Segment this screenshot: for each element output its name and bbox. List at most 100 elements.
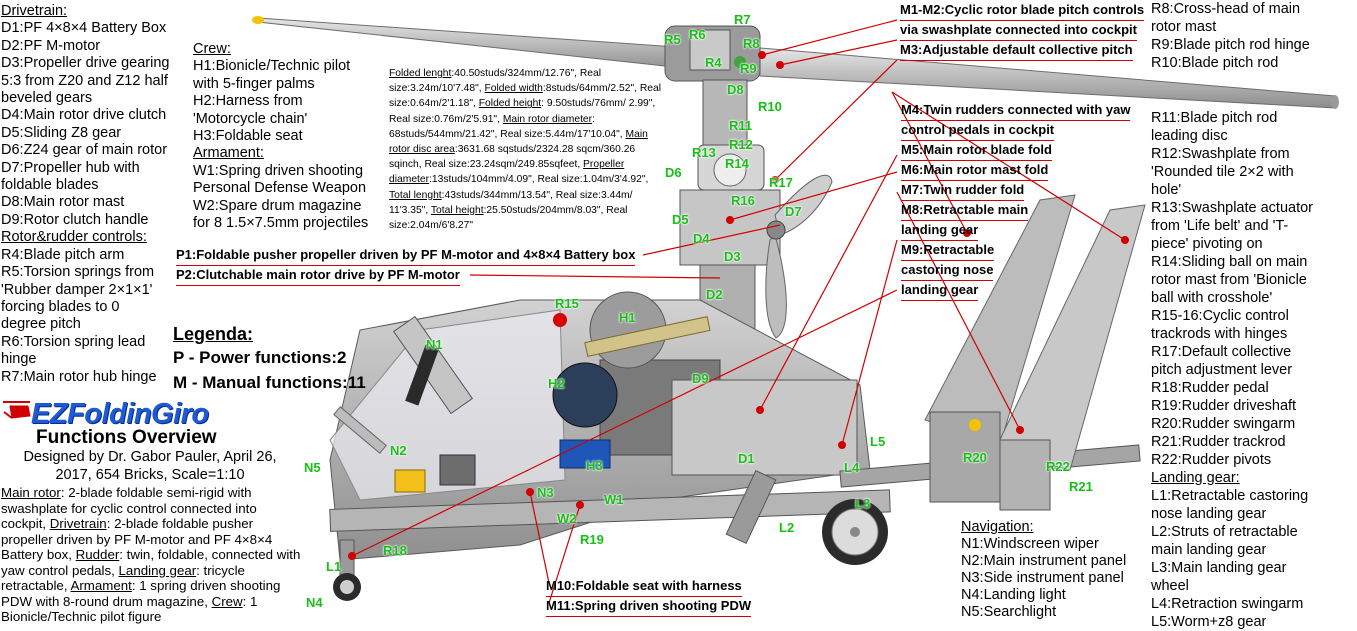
legend-power-count: P - Power functions:2 [173, 348, 347, 367]
list-item: hole' [1151, 182, 1182, 198]
list-item: R13:Swashplate actuator [1151, 200, 1314, 216]
summary-body: : 2-blade foldable semi-rigid with swash… [1, 485, 257, 531]
part-label: R21 [1069, 479, 1093, 494]
designer-line: 2017, 654 Bricks, Scale=1:10 [55, 466, 245, 483]
list-item: for 8 1.5×7.5mm projectiles [193, 215, 369, 232]
list-item: D7:Propeller hub with [1, 159, 140, 176]
summary-head: Armament [70, 578, 132, 593]
annotation-m8: M8:Retractable main [901, 200, 1029, 221]
spec-key: Total lenght [389, 189, 442, 201]
list-item: N4:Landing light [961, 587, 1066, 603]
list-item: R18:Rudder pedal [1151, 380, 1269, 396]
annotation-m9-cont: castoring nose [901, 260, 994, 281]
list-item: N3:Side instrument panel [961, 570, 1124, 586]
list-item: R14:Sliding ball on main [1151, 254, 1308, 270]
spec-key: Propeller diameter [389, 159, 625, 186]
drivetrain-heading: Drivetrain: [1, 3, 68, 19]
navigation-heading: Navigation: [961, 519, 1034, 535]
list-item: R10:Blade pitch rod [1151, 55, 1279, 71]
summary-body: : twin, foldable, connected with yaw con… [1, 547, 301, 578]
part-label: D7 [785, 204, 802, 219]
part-label: R19 [580, 532, 604, 547]
list-item: degree pitch [1, 316, 81, 333]
list-item: R17:Default collective [1151, 344, 1292, 360]
logo: EZFoldinGiro [31, 398, 209, 430]
tail-and-rudders [839, 194, 1146, 511]
list-item: rotor mast [1151, 19, 1217, 35]
list-item: R4:Blade pitch arm [1, 246, 125, 263]
list-item: H3:Foldable seat [193, 128, 303, 145]
part-label: L2 [779, 520, 795, 535]
list-item: foldable blades [1, 177, 99, 194]
summary-body: : 1 Bionicle/Technic pilot figure [1, 593, 258, 625]
list-item: R19:Rudder driveshaft [1151, 398, 1297, 414]
list-item: D5:Sliding Z8 gear [1, 124, 122, 141]
list-item: R9:Blade pitch rod hinge [1151, 37, 1310, 53]
list-item: 5:3 from Z20 and Z12 half [1, 72, 168, 89]
part-label: D3 [724, 249, 741, 264]
list-item: H2:Harness from [193, 93, 303, 110]
landing-gear-heading: Landing gear: [1151, 470, 1240, 486]
annotation-m8-cont: landing gear [901, 220, 979, 241]
part-label: D9 [692, 371, 709, 386]
legend-title: Legenda: [173, 324, 254, 344]
list-item: nose landing gear [1151, 506, 1267, 522]
part-label: R12 [729, 137, 753, 152]
list-item: with 5-finger palms [193, 75, 315, 92]
summary-head: Rudder [75, 547, 120, 562]
part-label: N4 [306, 595, 323, 610]
summary-head: Crew [211, 593, 243, 609]
spec-key: Folded width [484, 83, 543, 95]
part-label: D8 [727, 82, 744, 97]
list-item: D1:PF 4×8×4 Battery Box [1, 20, 167, 37]
annotation-m9: M9:Retractable [901, 240, 995, 261]
part-label: H2 [548, 376, 565, 391]
part-label: D5 [672, 212, 689, 227]
list-item: L3:Main landing gear [1151, 560, 1287, 576]
list-item: D2:PF M-motor [1, 37, 101, 54]
crew-armament-list: Crew: H1:Bionicle/Technic pilot with 5-f… [193, 41, 368, 232]
spec-key: Main rotor diameter [502, 113, 593, 125]
summary-head: Drivetrain [49, 516, 107, 531]
list-item: Personal Defense Weapon [193, 180, 367, 197]
part-label: R6 [689, 27, 706, 42]
part-label: L4 [844, 460, 860, 475]
spec-value: :43studs/344mm/13.54", Real size:3.44m/ … [389, 189, 633, 216]
list-item: R21:Rudder trackrod [1151, 434, 1286, 450]
legend-manual-count: M - Manual functions:11 [173, 373, 366, 392]
list-item: N2:Main instrument panel [961, 553, 1127, 569]
spec-value: :8studs/64mm/2.52", Real size:0.64m/2'1.… [389, 83, 662, 110]
annotation-m10: M10:Foldable seat with harness [546, 576, 742, 597]
list-item: from 'Life belt' and 'T- [1151, 218, 1289, 234]
dimension-specs: Folded lenght:40.50studs/324mm/12.76", R… [389, 66, 661, 233]
annotation-m9-cont2: landing gear [901, 280, 979, 301]
summary-body: : 1 spring driven shooting PDW with 8-ro… [1, 578, 281, 609]
list-item: R15-16:Cyclic control [1151, 308, 1289, 324]
list-item: R6:Torsion spring lead [1, 333, 146, 350]
list-item: D9:Rotor clutch handle [1, 211, 149, 228]
list-item: leading disc [1151, 128, 1228, 144]
part-label: N3 [537, 485, 554, 500]
navigation-list: Navigation: N1:Windscreen wiper N2:Main … [961, 519, 1126, 621]
summary-body: : tricycle retractable, [1, 562, 245, 594]
list-item: N5:Searchlight [961, 604, 1057, 620]
annotation-p1: P1:Foldable pusher propeller driven by P… [176, 245, 636, 266]
part-label: D6 [665, 165, 682, 180]
list-item: piece' pivoting on [1151, 236, 1263, 252]
list-item: rotor mast from 'Bionicle [1151, 272, 1307, 288]
spec-value: :3631.68 sqstuds/2324.28 sqcm/360.26 sqi… [389, 144, 636, 171]
list-item: 'Rounded tile 2×2 with [1151, 164, 1294, 180]
pusher-propeller [765, 174, 833, 339]
list-item: ball with crosshole' [1151, 290, 1273, 306]
spec-value: :25.50studs/204mm/8.03", Real size:2.04m… [389, 204, 628, 232]
part-label: D4 [693, 231, 710, 246]
designer-line: Designed by Dr. Gabor Pauler, April 26, [23, 449, 277, 465]
annotation-m7: M7:Twin rudder fold [901, 180, 1025, 201]
part-label: R17 [769, 175, 793, 190]
spec-value: : 68studs/544mm/21.42", Real size:5.44m/… [389, 113, 626, 140]
swashplate-rudder-list: R11:Blade pitch rod leading disc R12:Swa… [1151, 109, 1313, 631]
annotation-p2: P2:Clutchable main rotor drive by PF M-m… [176, 265, 460, 286]
part-label: R9 [740, 61, 757, 76]
landing-gear [333, 406, 888, 601]
